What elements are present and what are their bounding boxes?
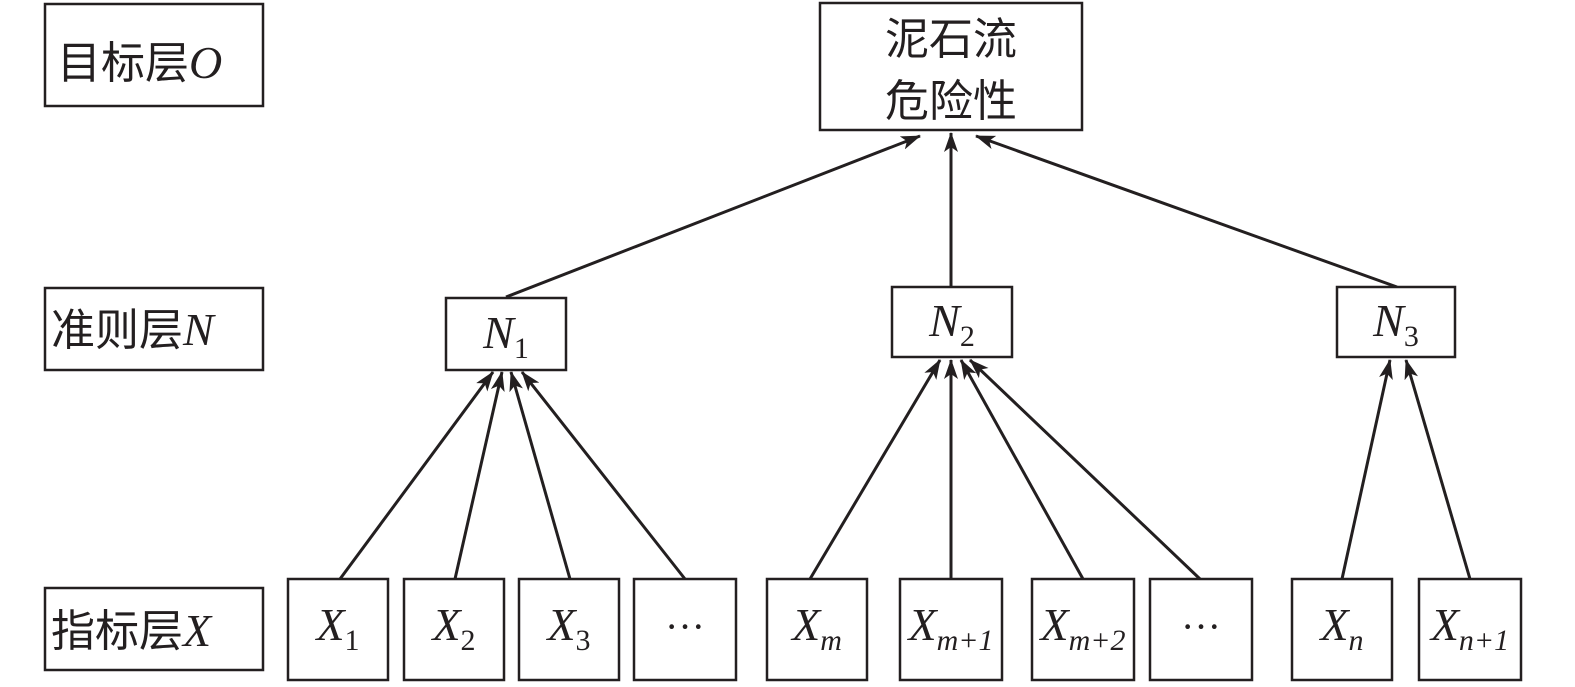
edge-xn-to-n3	[1340, 359, 1393, 580]
edge-xm2-to-n2	[959, 359, 1085, 580]
edges-indicators-to-criteria	[338, 358, 1472, 581]
svg-text:准则层N: 准则层N	[51, 304, 216, 356]
svg-text:···: ···	[665, 604, 705, 649]
svg-text:X3: X3	[545, 599, 590, 657]
indicator-node-x2: X2	[402, 577, 506, 682]
indicator-node-xm2: Xm+2	[1030, 577, 1136, 682]
svg-text:Xm+2: Xm+2	[1038, 599, 1125, 657]
svg-text:N1: N1	[482, 307, 529, 365]
indicator-node-xm1: Xm+1	[898, 577, 1004, 682]
edge-xn1-to-n3	[1404, 359, 1472, 580]
edges-criteria-to-goal	[505, 132, 1398, 299]
indicator-node-x1: X1	[286, 577, 390, 682]
svg-text:Xn+1: Xn+1	[1429, 599, 1509, 657]
edge-xm-to-n2	[808, 359, 942, 580]
layer-label-indicator: 指标层X	[43, 586, 265, 672]
goal-node-line2: 危险性	[885, 76, 1017, 127]
edge-xdots2-to-n2	[968, 358, 1202, 581]
svg-text:N2: N2	[928, 295, 975, 353]
edge-x3-to-n1	[509, 371, 572, 580]
edge-xdots1-to-n1	[520, 371, 687, 580]
edge-x2-to-n1	[453, 371, 505, 580]
svg-text:N3: N3	[1372, 295, 1419, 353]
svg-text:X1: X1	[314, 599, 359, 657]
edge-n3-to-goal	[975, 134, 1398, 289]
svg-text:Xn: Xn	[1318, 599, 1363, 657]
indicator-node-xn1: Xn+1	[1417, 577, 1523, 682]
layer-label-goal: 目标层O	[43, 2, 265, 108]
svg-text:目标层O: 目标层O	[57, 37, 222, 89]
criteria-node-n3: N3	[1335, 285, 1457, 359]
criteria-node-n1: N1	[444, 296, 568, 372]
svg-text:Xm: Xm	[790, 599, 842, 657]
indicator-node-x3: X3	[517, 577, 621, 682]
criteria-node-n2: N2	[890, 285, 1014, 359]
goal-node-line1: 泥石流	[885, 14, 1017, 65]
svg-text:Xm+1: Xm+1	[906, 599, 993, 657]
edge-n1-to-goal	[505, 134, 921, 299]
svg-text:指标层X: 指标层X	[51, 605, 213, 657]
goal-node: 泥石流 危险性	[818, 1, 1084, 132]
svg-text:X2: X2	[430, 599, 475, 657]
edge-x1-to-n1	[338, 371, 495, 580]
indicator-node-ellipsis-1: ···	[632, 577, 738, 682]
layer-label-criteria: 准则层N	[43, 286, 265, 372]
indicator-node-ellipsis-2: ···	[1148, 577, 1254, 682]
svg-text:···: ···	[1181, 604, 1221, 649]
indicator-node-xm: Xm	[765, 577, 869, 682]
indicator-node-xn: Xn	[1290, 577, 1394, 682]
